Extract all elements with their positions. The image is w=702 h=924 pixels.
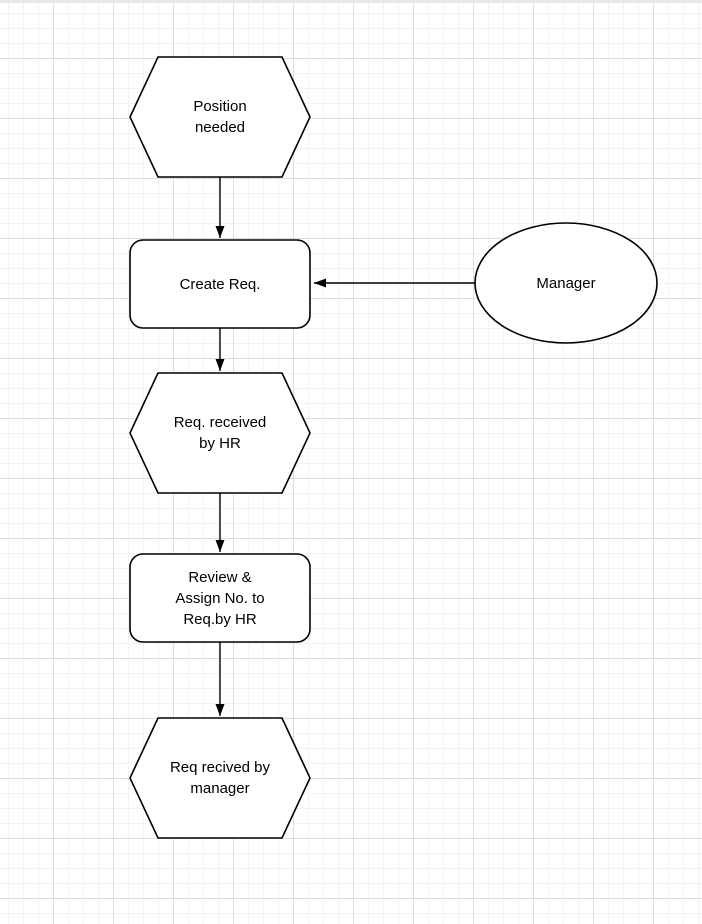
node-position-needed[interactable] [129, 56, 311, 178]
node-manager[interactable] [474, 222, 658, 344]
node-review-assign-no[interactable] [129, 553, 311, 643]
node-req-received-by-hr[interactable] [129, 372, 311, 494]
node-req-recived-by-manager[interactable] [129, 717, 311, 839]
canvas-top-edge [0, 0, 702, 3]
node-create-req[interactable] [129, 239, 311, 329]
